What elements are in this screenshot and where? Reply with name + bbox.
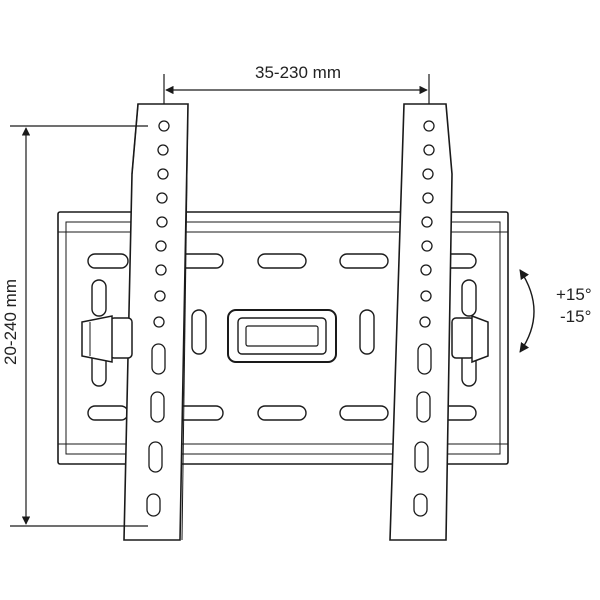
left-bracket-holes	[146, 120, 170, 517]
left-tilt-knob	[81, 315, 133, 363]
tilt-arc-arrow	[519, 269, 535, 353]
wall-plate-slots	[87, 253, 477, 421]
height-dimension	[10, 125, 148, 527]
tilt-down-label: -15°	[560, 307, 591, 326]
height-dimension-label: 20-240 mm	[1, 279, 20, 365]
center-level	[227, 309, 337, 363]
right-bracket-holes	[413, 120, 435, 517]
tilt-up-label: +15°	[556, 285, 592, 304]
width-dimension-label: 35-230 mm	[255, 63, 341, 82]
width-dimension	[163, 74, 430, 104]
right-tilt-knob	[451, 314, 489, 364]
